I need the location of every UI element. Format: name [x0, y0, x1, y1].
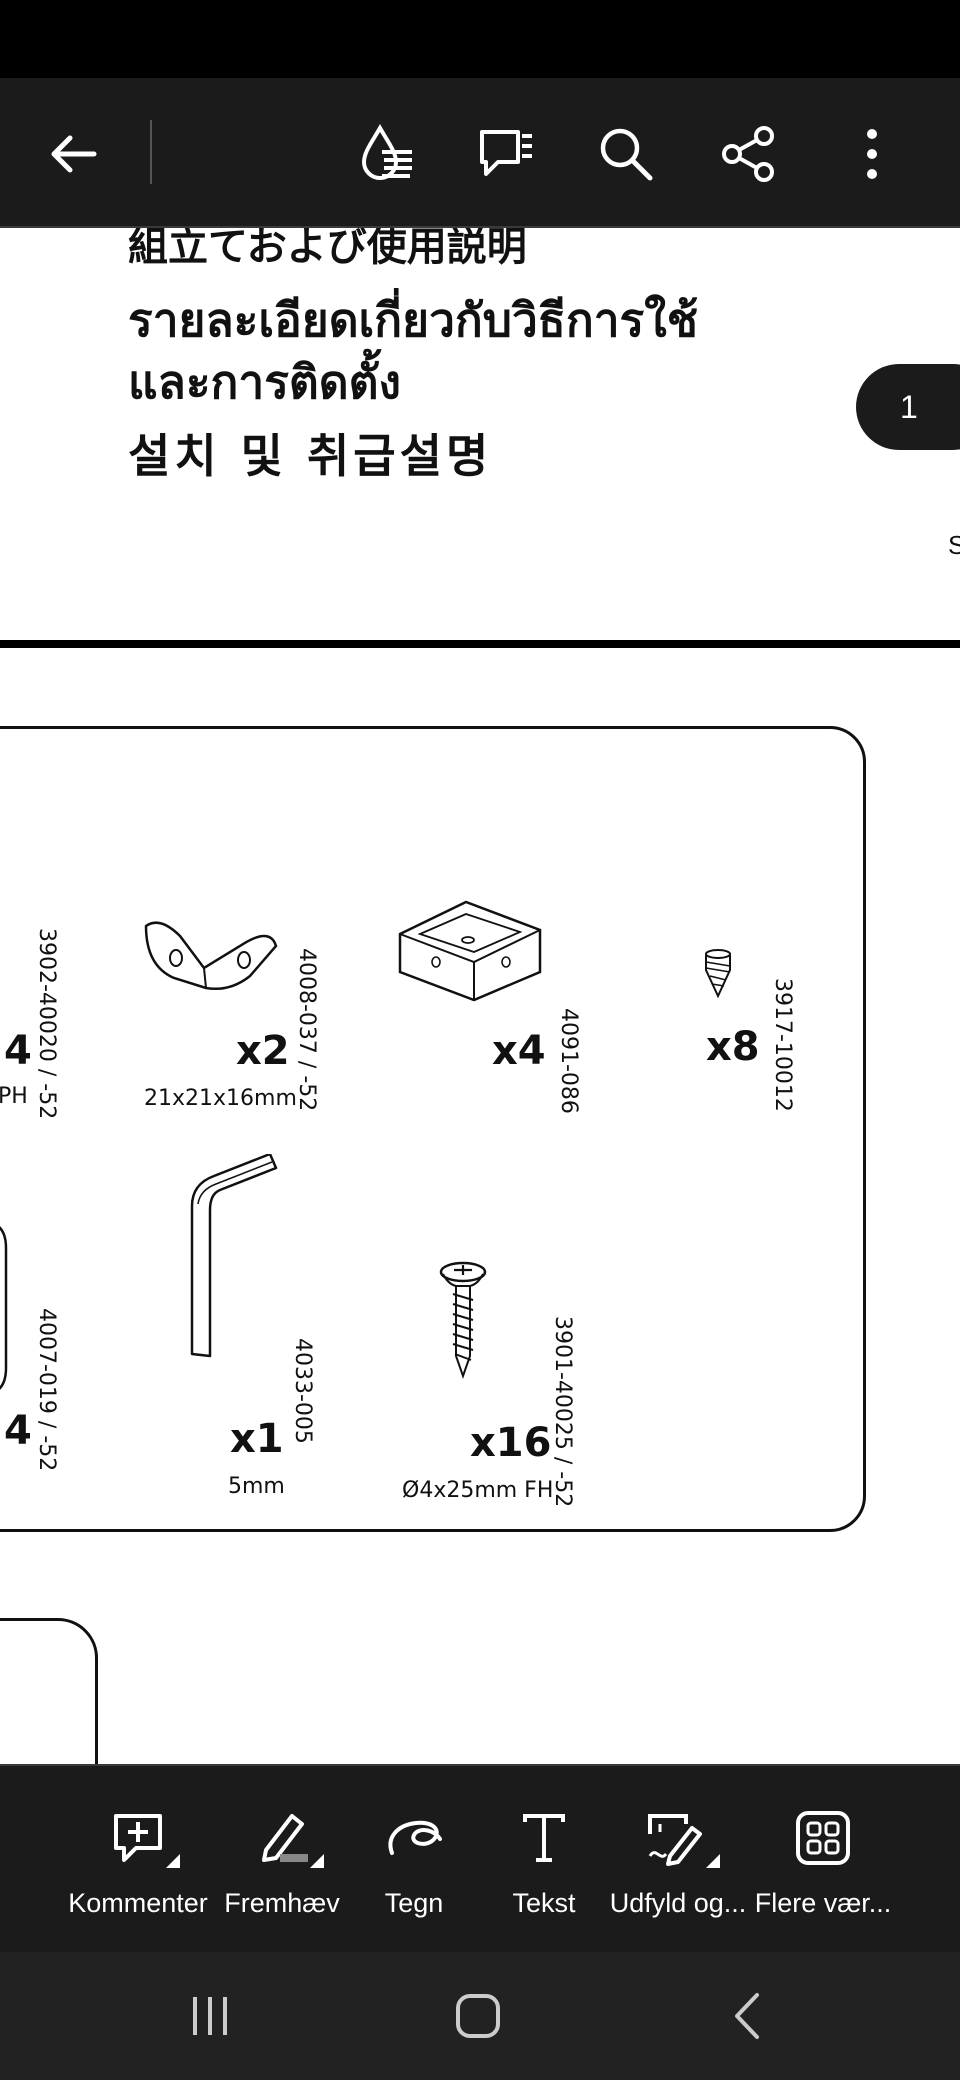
part-code: 3917-10012: [770, 978, 795, 1112]
part-qty: x16: [470, 1420, 552, 1466]
part-dim: PH: [0, 1084, 28, 1109]
edge-text: S: [948, 530, 960, 560]
title-korean: 설치 및 취급설명: [128, 429, 493, 483]
part-dim: Ø4x25mm FH: [402, 1478, 554, 1503]
tool-fill-sign[interactable]: Udfyld og...: [604, 1766, 752, 1954]
part-qty: x2: [236, 1028, 290, 1074]
comments-button[interactable]: [470, 118, 542, 190]
tool-label: Udfyld og...: [609, 1888, 747, 1918]
tool-label: Tegn: [384, 1888, 444, 1918]
comments-list-icon: [480, 130, 532, 176]
part-qty: x1: [230, 1416, 284, 1462]
title-thai-2: และการติดตั้ง: [128, 355, 402, 409]
tool-options-indicator: [706, 1854, 720, 1868]
arrow-left-icon: [51, 135, 97, 173]
angle-bracket-icon: [144, 921, 278, 990]
read-mode-button[interactable]: [350, 118, 422, 190]
part-code: 3902-40020 / -52: [34, 928, 59, 1120]
part-qty: 4: [4, 1408, 32, 1454]
tool-options-indicator: [166, 1854, 180, 1868]
part-qty: x8: [706, 1024, 760, 1070]
share-button[interactable]: [712, 118, 784, 190]
system-nav-bar: [0, 1952, 960, 2080]
nav-back-button[interactable]: [708, 1980, 788, 2052]
part-code: 3901-40025 / -52: [550, 1316, 575, 1508]
more-button[interactable]: [836, 118, 908, 190]
tool-label: Fremhæv: [224, 1888, 340, 1918]
tool-label: Tekst: [512, 1888, 576, 1918]
text-icon: [523, 1814, 565, 1862]
more-tools-icon: [796, 1811, 850, 1865]
back-button[interactable]: [38, 118, 110, 190]
highlighter-icon: [262, 1814, 308, 1862]
title-thai-1: รายละเอียดเกี่ยวกับวิธีการใช้: [128, 293, 698, 347]
tool-label: Kommenter: [68, 1888, 208, 1918]
dowel-insert-icon: [705, 949, 731, 999]
tool-more[interactable]: Flere vær...: [748, 1766, 898, 1954]
add-comment-icon: [114, 1814, 162, 1862]
read-mode-icon: [361, 123, 412, 180]
more-vertical-icon: [867, 129, 877, 179]
page-divider: [0, 640, 960, 648]
home-button[interactable]: [438, 1980, 518, 2052]
part-code: 4007-019 / -52: [34, 1308, 59, 1472]
document-page[interactable]: 組立ておよび使用説明 รายละเอียดเกี่ยวกับวิธีการใช้…: [0, 228, 960, 1764]
search-button[interactable]: [590, 118, 662, 190]
part-qty: 4: [4, 1028, 32, 1074]
tool-highlight[interactable]: Fremhæv: [214, 1766, 350, 1954]
search-icon: [600, 128, 653, 181]
toolbar-divider: [150, 120, 152, 184]
part-dim: 21x21x16mm: [144, 1086, 297, 1111]
bottom-toolbar: Kommenter Fremhæv Tegn Tekst: [0, 1764, 960, 1952]
partial-part-icon: [0, 1226, 8, 1390]
part-code: 4008-037 / -52: [294, 948, 319, 1112]
tool-comment[interactable]: Kommenter: [58, 1766, 218, 1954]
part-code: 4033-005: [290, 1338, 315, 1444]
fill-sign-icon: [648, 1814, 702, 1866]
top-toolbar: [0, 78, 960, 228]
draw-icon: [388, 1820, 442, 1855]
second-box-partial: [0, 1618, 98, 1764]
page-indicator[interactable]: 1: [856, 364, 960, 450]
title-japanese: 組立ておよび使用説明: [128, 228, 527, 270]
part-dim: 5mm: [228, 1474, 285, 1499]
share-icon: [722, 126, 774, 182]
tool-text[interactable]: Tekst: [486, 1766, 602, 1954]
recent-apps-icon: [193, 1997, 227, 2035]
allen-key-icon: [190, 1154, 278, 1358]
home-icon: [456, 1994, 500, 2038]
part-qty: x4: [492, 1028, 546, 1074]
screw-icon: [439, 1261, 487, 1380]
back-icon: [735, 1993, 759, 2039]
recent-apps-button[interactable]: [170, 1980, 250, 2052]
tool-options-indicator: [310, 1854, 324, 1868]
parts-box: [0, 726, 866, 1532]
part-code: 4091-086: [556, 1008, 581, 1114]
status-bar: [0, 0, 960, 78]
tool-draw[interactable]: Tegn: [356, 1766, 472, 1954]
corner-block-icon: [398, 900, 542, 1002]
tool-label: Flere vær...: [754, 1888, 892, 1918]
